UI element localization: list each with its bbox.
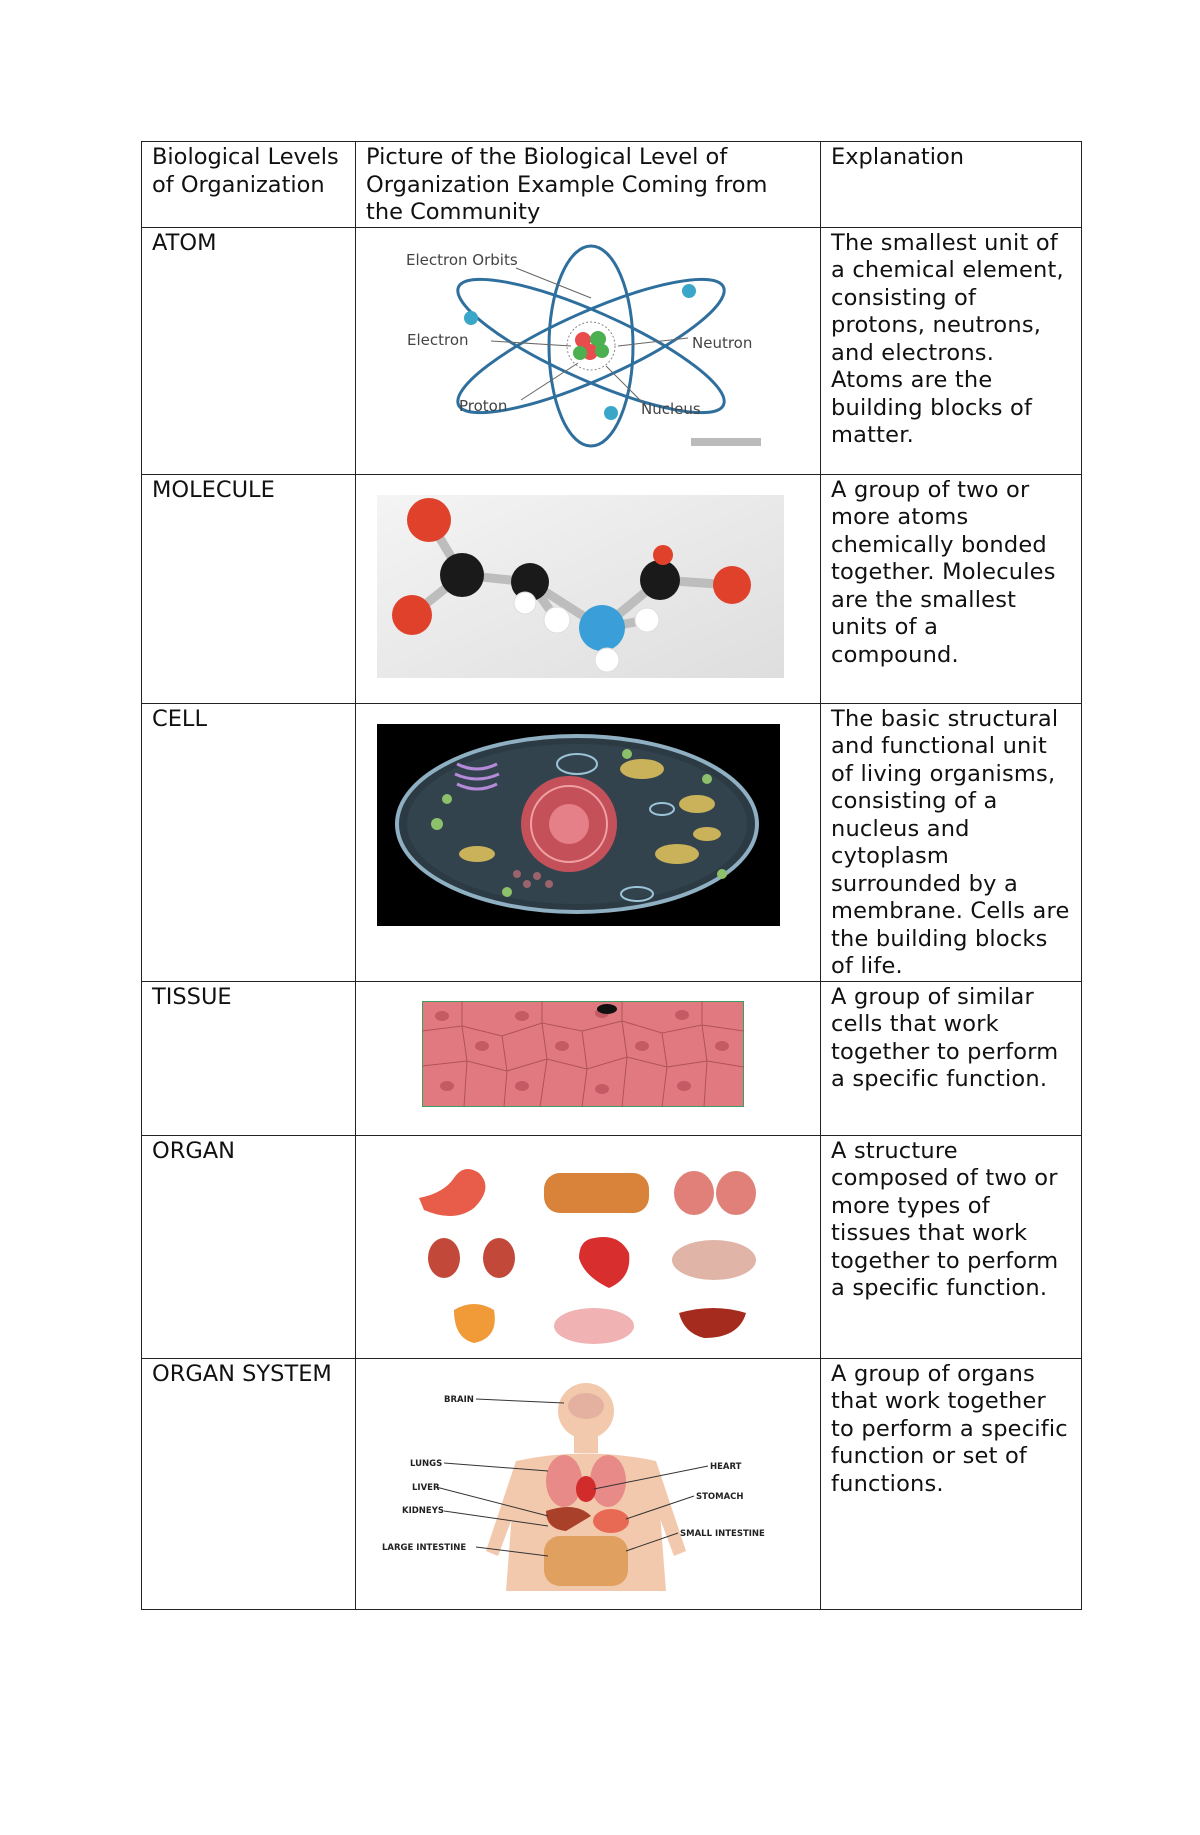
hydrogen-atom	[543, 606, 571, 633]
header-explanation: Explanation	[820, 141, 1082, 228]
lungs-icon	[674, 1170, 756, 1215]
level-name: CELL	[141, 702, 356, 982]
label-large-intestine: LARGE INTESTINE	[382, 1543, 466, 1553]
label-small-intestine: SMALL INTESTINE	[680, 1529, 765, 1539]
header-row: Biological Levels of Organization Pictur…	[141, 141, 1082, 228]
label-brain: BRAIN	[444, 1395, 474, 1405]
label-heart: HEART	[710, 1462, 742, 1472]
hydrogen-atom	[594, 647, 620, 672]
table-row: MOLECULE	[141, 473, 1082, 704]
oxygen-atom	[392, 594, 432, 635]
source-watermark	[691, 437, 761, 446]
brain-icon	[672, 1239, 756, 1280]
explanation: A structure composed of two or more type…	[820, 1134, 1082, 1359]
picture-cell	[355, 473, 821, 704]
heart-icon	[579, 1236, 630, 1288]
bladder-icon	[454, 1303, 495, 1343]
table-row: ATOM	[141, 226, 1082, 475]
hydrogen-atom	[634, 607, 660, 632]
oxygen-atom	[713, 565, 751, 604]
label-nucleus: Nucleus	[641, 400, 701, 418]
explanation: The smallest unit of a chemical element,…	[820, 226, 1082, 475]
label-electron-orbits: Electron Orbits	[406, 251, 518, 269]
level-name: TISSUE	[141, 980, 356, 1136]
label-liver: LIVER	[412, 1483, 440, 1493]
level-name: ORGAN	[141, 1134, 356, 1359]
header-picture: Picture of the Biological Level of Organ…	[355, 141, 821, 228]
picture-cell: BRAIN LUNGS LIVER KIDNEYS LARGE INTESTIN…	[355, 1357, 821, 1610]
tissue-illustration	[422, 1000, 744, 1107]
table-row: ORGAN SYSTEM	[141, 1357, 1082, 1610]
explanation: A group of two or more atoms chemically …	[820, 473, 1082, 704]
carbon-atom	[511, 562, 549, 601]
label-electron: Electron	[407, 331, 469, 349]
oxygen-atom	[653, 544, 673, 565]
label-proton: Proton	[459, 397, 507, 415]
intestine-icon	[544, 1172, 649, 1213]
picture-cell: Electron Orbits Electron Neutron Proton …	[355, 226, 821, 475]
carbon-atom	[640, 559, 680, 600]
molecule-model	[377, 494, 784, 678]
levels-table: Biological Levels of Organization Pictur…	[141, 141, 1082, 1610]
oxygen-atom	[407, 497, 451, 542]
level-name: MOLECULE	[141, 473, 356, 704]
nitrogen-atom	[579, 604, 625, 651]
header-levels: Biological Levels of Organization	[141, 141, 356, 228]
organs-illustration	[419, 1168, 756, 1344]
picture-cell	[355, 702, 821, 982]
level-name: ORGAN SYSTEM	[141, 1357, 356, 1610]
hydrogen-atom	[513, 591, 537, 614]
picture-cell	[355, 1134, 821, 1359]
label-stomach: STOMACH	[696, 1492, 744, 1502]
label-lungs: LUNGS	[410, 1459, 442, 1469]
table-row: TISSUE A group of	[141, 980, 1082, 1136]
carbon-atom	[440, 552, 484, 597]
picture-cell	[355, 980, 821, 1136]
level-name: ATOM	[141, 226, 356, 475]
explanation: The basic structural and functional unit…	[820, 702, 1082, 982]
thyroid-icon	[554, 1307, 634, 1344]
table-row: CELL	[141, 702, 1082, 982]
stomach-icon	[419, 1168, 486, 1216]
explanation: A group of organs that work together to …	[820, 1357, 1082, 1610]
label-neutron: Neutron	[692, 334, 752, 352]
explanation: A group of similar cells that work toget…	[820, 980, 1082, 1136]
table-row: ORGAN A structure composed of two or mor…	[141, 1134, 1082, 1359]
label-kidneys: KIDNEYS	[402, 1506, 444, 1516]
atom-diagram: Electron Orbits Electron Neutron Proton …	[406, 244, 761, 447]
kidneys-icon	[428, 1237, 515, 1278]
cell-illustration	[377, 723, 780, 926]
liver-icon	[679, 1307, 746, 1338]
organ-system-illustration: BRAIN LUNGS LIVER KIDNEYS LARGE INTESTIN…	[382, 1382, 765, 1591]
